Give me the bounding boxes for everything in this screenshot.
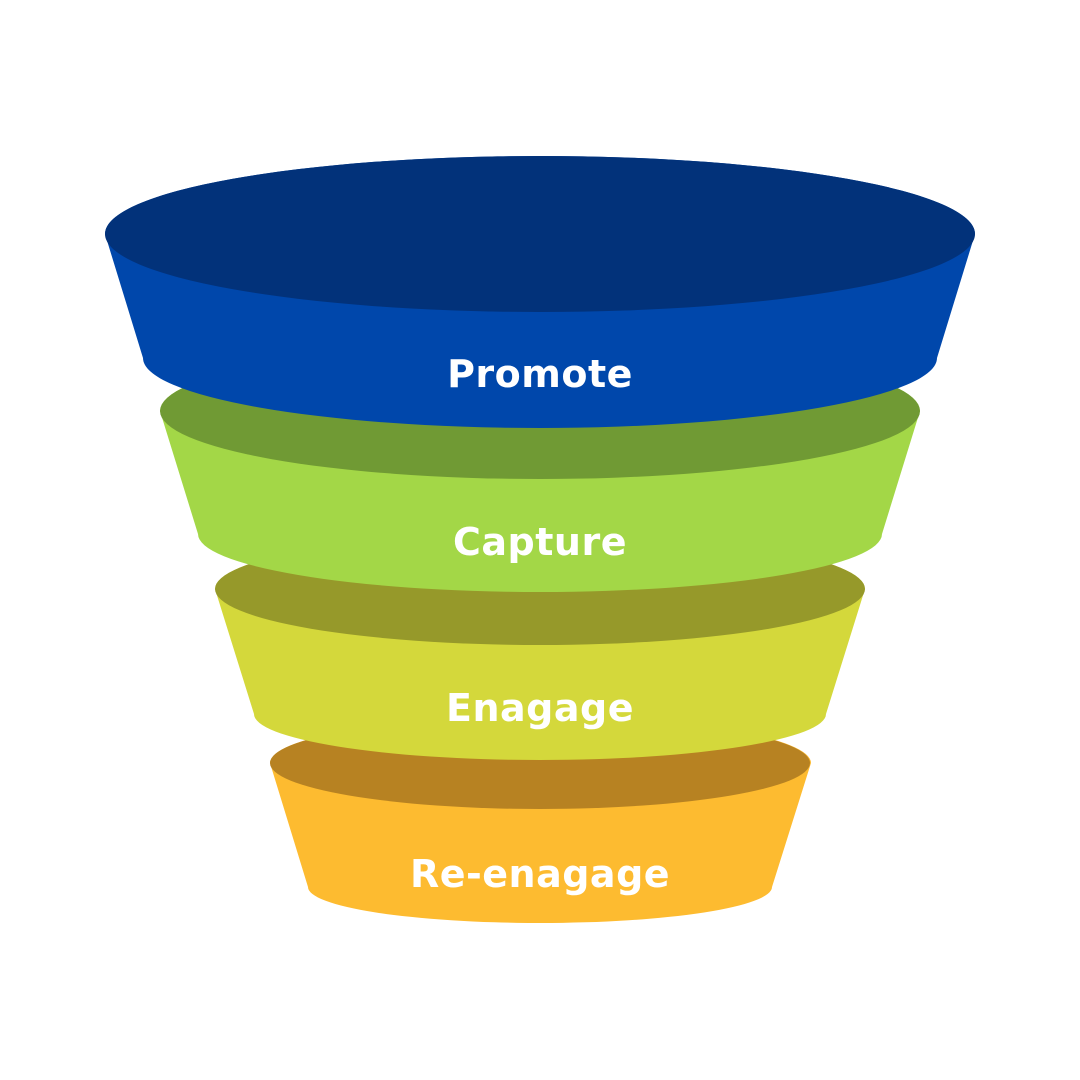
stage-top [105, 156, 975, 312]
stage-label-promote: Promote [447, 352, 633, 396]
stage-label-re-enagage: Re-enagage [410, 852, 670, 896]
funnel-stage-promote: Promote [105, 156, 975, 428]
stage-label-enagage: Enagage [446, 686, 634, 730]
stage-label-capture: Capture [453, 520, 627, 564]
